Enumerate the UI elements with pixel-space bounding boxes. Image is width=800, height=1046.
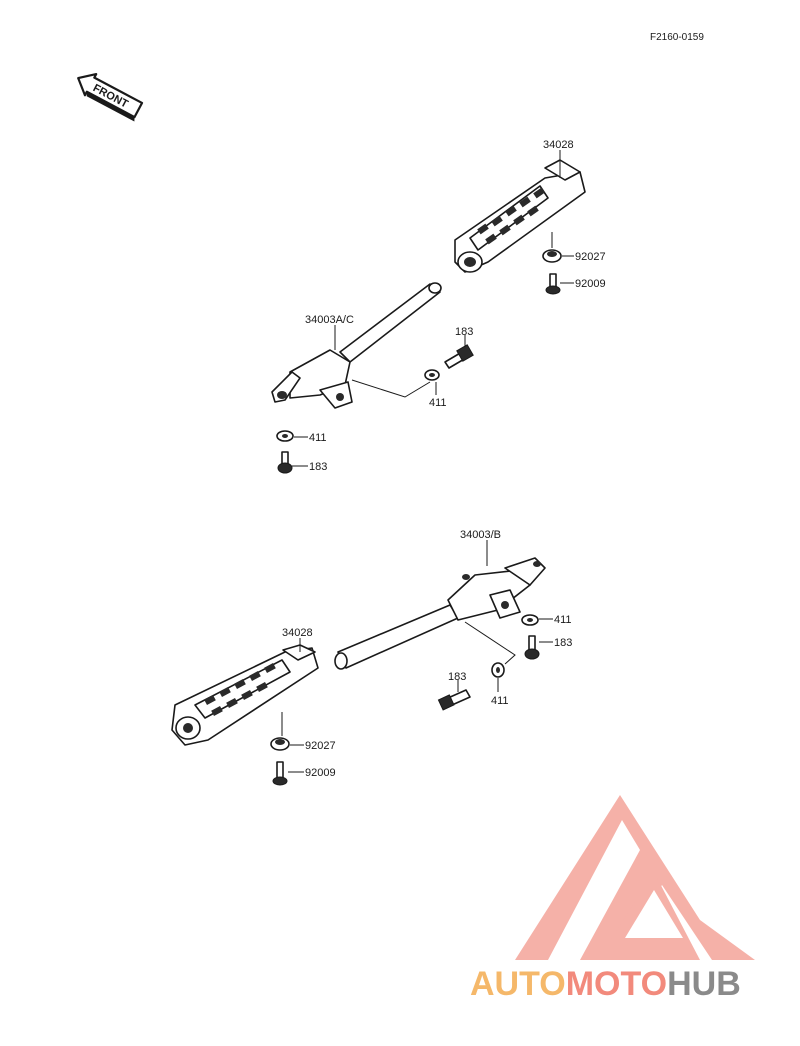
leader-washer-411-a-link xyxy=(351,379,431,398)
label-footpeg-upper: 34028 xyxy=(543,139,574,151)
label-bolt-upper: 92009 xyxy=(575,278,606,290)
watermark-hub: HUB xyxy=(667,965,741,1003)
footpeg-lower-icon xyxy=(171,644,319,746)
label-bracket-upper: 34003A/C xyxy=(305,314,354,326)
collar-lower-icon xyxy=(270,737,290,751)
washer-411-b-icon xyxy=(276,430,294,442)
bolt-183-d-icon xyxy=(437,689,471,711)
washer-411-d-icon xyxy=(491,662,505,678)
bolt-183-c-icon xyxy=(524,635,540,660)
label-bolt-183-c: 183 xyxy=(554,637,572,649)
bolt-lower-icon xyxy=(272,761,288,786)
bracket-lower-icon xyxy=(334,557,546,670)
watermark-logo xyxy=(515,795,755,960)
watermark-auto: AUTO xyxy=(470,965,566,1003)
washer-411-a-icon xyxy=(424,369,440,381)
diagram-code: F2160-0159 xyxy=(650,32,704,43)
watermark-text: AUTOMOTOHUB xyxy=(470,965,741,1003)
label-washer-411-c: 411 xyxy=(554,614,572,626)
bracket-upper-icon xyxy=(271,282,442,409)
label-washer-411-b: 411 xyxy=(309,432,327,444)
washer-411-c-icon xyxy=(521,614,539,626)
label-collar-upper: 92027 xyxy=(575,251,606,263)
label-bolt-183-b: 183 xyxy=(309,461,327,473)
bolt-upper-icon xyxy=(545,273,561,295)
label-collar-lower: 92027 xyxy=(305,740,336,752)
collar-upper-icon xyxy=(542,249,562,263)
bolt-183-a-icon xyxy=(444,344,474,369)
label-bolt-183-a: 183 xyxy=(455,326,473,338)
leader-washer-411-d-link xyxy=(464,621,516,665)
label-bolt-lower: 92009 xyxy=(305,767,336,779)
bolt-183-b-icon xyxy=(277,451,293,474)
label-washer-411-a: 411 xyxy=(429,397,447,409)
label-bracket-lower: 34003/B xyxy=(460,529,501,541)
front-arrow: FRONT xyxy=(77,72,144,122)
label-footpeg-lower: 34028 xyxy=(282,627,313,639)
watermark-moto: MOTO xyxy=(566,965,667,1003)
footpeg-upper-icon xyxy=(454,159,586,273)
label-washer-411-d: 411 xyxy=(491,695,509,707)
label-bolt-183-d: 183 xyxy=(448,671,466,683)
